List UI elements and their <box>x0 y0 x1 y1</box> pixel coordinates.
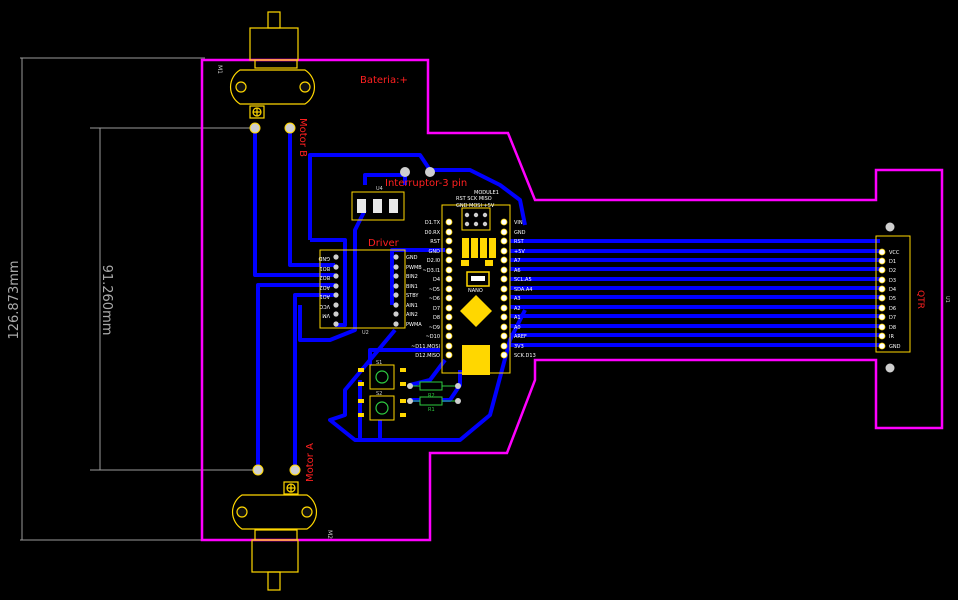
qtr-pin-label: IR <box>889 334 894 340</box>
nano-module <box>441 204 511 375</box>
qtr-ref: U1 <box>944 296 950 303</box>
qtr-pin-label: D7 <box>889 315 896 321</box>
nano-pin-label: A2 <box>514 306 521 312</box>
driver-pin-label: AIN1 <box>406 303 418 309</box>
switch-ref: U4 <box>376 186 383 192</box>
dimension-inner: 91.260mm <box>99 265 114 336</box>
driver-pin-label: PWMB <box>406 265 422 271</box>
qtr-pin-label: D8 <box>889 325 896 331</box>
resistor-r1 <box>407 396 461 406</box>
switch-u4 <box>351 167 435 221</box>
nano-pin-label: A1 <box>514 315 521 321</box>
nano-pin-label: SCL.A5 <box>514 277 532 283</box>
driver-label: Driver <box>368 238 400 249</box>
qtr-pin-label: VCC <box>889 250 900 256</box>
dimension-lines <box>20 57 255 541</box>
motor-a-label: Motor A <box>305 443 316 482</box>
button-s1-ref: S1 <box>376 360 382 366</box>
nano-header-top: RST SCK MISO <box>456 196 492 202</box>
qtr-pin-label: D6 <box>889 306 896 312</box>
motor-pads <box>249 122 301 476</box>
nano-pin-label: A3 <box>514 296 521 302</box>
nano-pin-label: ~D6 <box>429 296 440 302</box>
driver-pin-label: BIN1 <box>406 284 418 290</box>
dimension-overall: 126.873mm <box>7 260 22 339</box>
qtr-pin-label: GND <box>889 344 901 350</box>
nano-pin-label: D12.MISO <box>415 353 440 359</box>
button-s2 <box>358 395 406 421</box>
driver-pin-label: BO1 <box>320 265 330 271</box>
driver-pin-label: PWMA <box>406 322 422 328</box>
driver-pin-label: AO1 <box>320 293 330 299</box>
nano-header-bottom: GND MOSI +5V <box>456 203 495 209</box>
qtr-pin-label: D1 <box>889 259 896 265</box>
nano-pin-label: RST <box>514 239 525 245</box>
driver-pin-label: VCC <box>319 303 330 309</box>
driver-pin-label: GND <box>406 255 418 261</box>
qtr-pin-label: D5 <box>889 296 896 302</box>
driver-u2: GND BO1 BO2 AO2 AO1 VCC VM GND PWMB BIN2… <box>318 249 422 329</box>
nano-pin-label: D7 <box>433 306 440 312</box>
nano-pin-label: GND <box>514 230 526 236</box>
qtr-pin-labels: VCC D1 D2 D3 D4 D5 D6 D7 D8 IR GND <box>889 250 901 350</box>
driver-ref: U2 <box>362 330 369 336</box>
driver-pin-label: AIN2 <box>406 312 418 318</box>
button-s2-ref: S2 <box>376 391 382 397</box>
resistor-r2 <box>407 381 461 391</box>
nano-pin-label: A7 <box>514 258 521 264</box>
qtr-pin-label: D4 <box>889 287 896 293</box>
copper-traces <box>253 128 880 470</box>
board-outline <box>200 58 944 542</box>
nano-right-pin-labels: VIN GND RST +5V A7 A6 SCL.A5 SDA.A4 A3 A… <box>514 220 536 359</box>
nano-pin-label: SCK.D13 <box>514 353 536 359</box>
nano-chip-label: NANO <box>468 288 483 294</box>
nano-pin-label: ~D10 <box>426 334 440 340</box>
nano-pin-label: GND <box>429 249 441 255</box>
driver-pin-label: BIN2 <box>406 274 418 280</box>
nano-pin-label: RST <box>430 239 441 245</box>
nano-pin-label: VIN <box>514 220 523 226</box>
motor-m2 <box>232 481 317 591</box>
nano-pin-label: 3V3 <box>514 344 524 350</box>
nano-pin-label: D2.I0 <box>427 258 440 264</box>
nano-pin-label: AREF <box>514 334 527 340</box>
switch-label: Interruptor-3 pin <box>385 178 467 189</box>
nano-pin-label: D0.RX <box>424 230 440 236</box>
qtr-pin-label: D2 <box>889 268 896 274</box>
button-s1 <box>358 364 406 390</box>
nano-pin-label: A6 <box>514 268 521 274</box>
motor-m2-ref: M2 <box>326 530 333 539</box>
nano-left-pin-labels: D1.TX D0.RX RST GND D2.I0 ~D3.I1 D4 ~D5 … <box>411 220 441 359</box>
nano-pin-label: +5V <box>514 249 525 255</box>
qtr-pin-label: D3 <box>889 278 896 284</box>
nano-title: MODULE1 <box>474 190 499 196</box>
driver-pin-label: STBY <box>406 293 419 299</box>
motor-b-label: Motor B <box>297 118 308 157</box>
nano-pin-label: ~D11.MOSI <box>411 344 440 350</box>
resistor-r2-ref: R2 <box>428 393 435 399</box>
battery-label: Bateria:+ <box>360 75 408 86</box>
motor-m1 <box>230 11 315 119</box>
driver-pin-label: AO2 <box>320 284 330 290</box>
driver-pin-label: VM <box>322 312 330 318</box>
resistor-r1-ref: R1 <box>428 407 435 413</box>
qtr-connector <box>875 222 911 373</box>
nano-pin-label: ~D3.I1 <box>423 268 440 274</box>
driver-pin-label: GND <box>318 255 330 261</box>
nano-pin-label: A0 <box>514 325 521 331</box>
nano-pin-label: ~D5 <box>429 287 440 293</box>
nano-pin-label: D4 <box>433 277 440 283</box>
nano-pin-label: D1.TX <box>425 220 441 226</box>
nano-pin-label: SDA.A4 <box>514 287 532 293</box>
nano-pin-label: ~D9 <box>429 325 440 331</box>
nano-pin-label: D8 <box>433 315 440 321</box>
driver-pin-label: BO2 <box>320 274 330 280</box>
qtr-label: QTR <box>915 290 925 309</box>
motor-m1-ref: M1 <box>216 65 223 74</box>
